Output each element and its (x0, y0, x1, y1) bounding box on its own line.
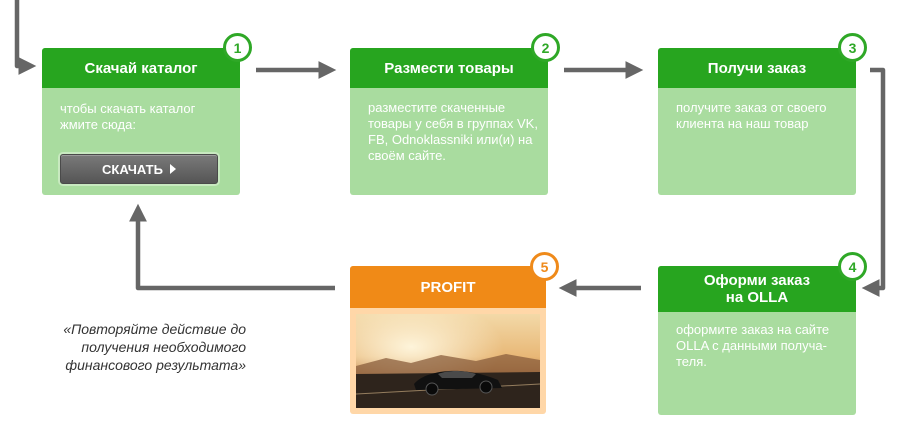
entry-arrow (14, 0, 37, 75)
step-4-title: Оформи заказ на OLLA (658, 266, 856, 312)
arrow-3-to-4 (861, 67, 886, 297)
download-button-label: СКАЧАТЬ (102, 161, 163, 177)
step-4-number-badge: 4 (838, 252, 867, 281)
profit-title: PROFIT (350, 266, 546, 308)
step-2-card: Размести товары разместите скаченные тов… (350, 48, 548, 195)
step-2-number-badge: 2 (531, 33, 560, 62)
step-5-card: PROFIT (350, 266, 546, 414)
play-arrow-icon (169, 164, 176, 174)
step-2-text: разместите скаченные товары у себя в гру… (368, 100, 538, 163)
step-1-number-badge: 1 (223, 33, 252, 62)
step-3-title: Получи заказ (658, 48, 856, 88)
step-5-number-badge: 5 (530, 252, 559, 281)
step-1-card: Скачай каталог чтобы скачать каталог жми… (42, 48, 240, 195)
step-4-title-line1: Оформи заказ (703, 272, 811, 289)
step-1-text: чтобы скачать каталог жмите сюда: (60, 101, 196, 132)
step-3-number-badge: 3 (838, 33, 867, 62)
step-3-card: Получи заказ получите заказ от своего кл… (658, 48, 856, 195)
step-4-title-line2: на OLLA (725, 289, 789, 306)
step-1-title: Скачай каталог (42, 48, 240, 88)
sports-car-photo (356, 314, 540, 408)
download-button[interactable]: СКАЧАТЬ (60, 154, 218, 184)
arrow-5-to-1 (129, 203, 335, 291)
step-3-text: получите заказ от своего клиента на наш … (676, 100, 827, 131)
step-4-card: Оформи заказ на OLLA оформите заказ на с… (658, 266, 856, 415)
step-4-text: оформите заказ на сайте OLLA с данными п… (676, 322, 830, 369)
repeat-quote: «Повторяйте действие до получения необхо… (63, 321, 246, 373)
step-2-title: Размести товары (350, 48, 548, 88)
